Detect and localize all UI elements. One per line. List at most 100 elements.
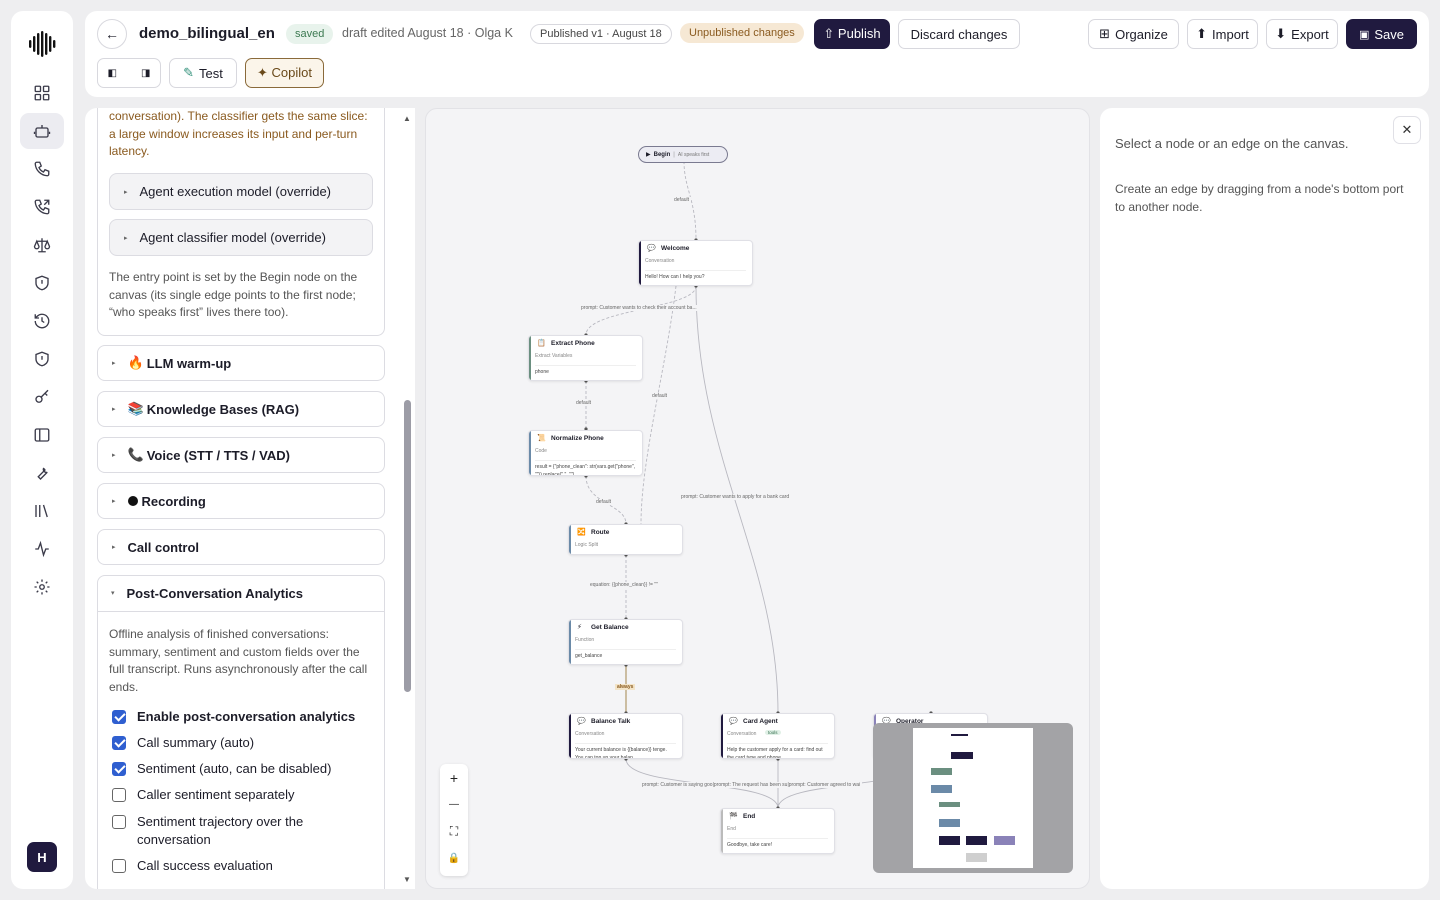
books-icon: 📚 xyxy=(127,401,144,416)
export-button[interactable]: ⬇Export xyxy=(1266,19,1338,49)
tools-icon[interactable] xyxy=(20,455,64,491)
expand-icon: ▸ xyxy=(124,234,128,242)
published-badge: Published v1 · August 18 xyxy=(530,24,672,44)
zoom-in-button[interactable]: + xyxy=(449,769,459,786)
caller-sentiment-label: Caller sentiment separately xyxy=(137,787,295,802)
import-button[interactable]: ⬆Import xyxy=(1187,19,1258,49)
call-success-checkbox[interactable] xyxy=(112,859,126,873)
back-button[interactable]: ← xyxy=(97,19,127,49)
fit-view-button[interactable]: ⛶ xyxy=(449,824,459,838)
user-avatar[interactable]: H xyxy=(27,842,57,872)
activity-icon[interactable] xyxy=(20,531,64,567)
model-section xyxy=(97,108,385,336)
edge-label[interactable]: always xyxy=(615,684,636,690)
settings-scrollbar[interactable]: ▲ ▼ xyxy=(402,114,412,884)
zoom-controls: + — ⛶ 🔒 xyxy=(440,764,468,876)
sentiment-trajectory-checkbox[interactable] xyxy=(112,815,126,829)
expand-icon: ▸ xyxy=(112,406,116,413)
copilot-button[interactable]: ✦ Copilot xyxy=(245,58,324,88)
gear-icon[interactable] xyxy=(20,569,64,605)
panel-icon[interactable] xyxy=(20,417,64,453)
minimap-node xyxy=(939,836,960,845)
flow-canvas[interactable]: default prompt: Customer wants to check … xyxy=(425,108,1090,889)
analytics-description: Offline analysis of finished conversatio… xyxy=(109,627,368,694)
sentiment-checkbox[interactable] xyxy=(112,762,126,776)
scroll-up-icon[interactable]: ▲ xyxy=(403,114,411,123)
scroll-down-icon[interactable]: ▼ xyxy=(403,875,411,884)
enable-analytics-checkbox[interactable] xyxy=(112,710,126,724)
inspector-edge-hint: Create an edge by dragging from a node's… xyxy=(1115,182,1404,214)
caller-sentiment-checkbox[interactable] xyxy=(112,788,126,802)
edge-label[interactable]: default xyxy=(574,400,594,406)
edge-label[interactable]: prompt: Customer wants to apply for a ba… xyxy=(679,494,792,500)
test-button[interactable]: ✎Test xyxy=(169,58,237,88)
history-icon[interactable] xyxy=(20,303,64,339)
save-button[interactable]: ▣Save xyxy=(1346,19,1417,49)
unpublished-badge: Unpublished changes xyxy=(680,23,804,43)
canvas-minimap[interactable] xyxy=(873,723,1073,873)
entry-point-note: The entry point is set by the Begin node… xyxy=(109,270,358,319)
edge-label[interactable]: prompt: Customer wants to check their ac… xyxy=(579,305,699,311)
key-icon[interactable] xyxy=(20,379,64,415)
section-recording[interactable]: ▸Recording xyxy=(97,483,385,519)
section-voice[interactable]: ▸📞Voice (STT / TTS / VAD) xyxy=(97,437,385,473)
minimap-node xyxy=(931,768,952,775)
edge-label[interactable]: default xyxy=(672,197,692,203)
scales-icon[interactable] xyxy=(20,227,64,263)
edge-welcome-card xyxy=(695,285,779,714)
edge-label[interactable]: prompt: Customer is saying goo|prompt: T… xyxy=(640,782,863,788)
minimap-node xyxy=(994,836,1015,845)
tools-badge: tools xyxy=(765,730,781,735)
edge-begin-welcome xyxy=(683,160,697,241)
inspector-hint: Select a node or an edge on the canvas. xyxy=(1115,136,1349,151)
chat-icon: 💬 xyxy=(647,245,656,252)
phone-receiver-icon: 📞 xyxy=(127,447,144,462)
grid-icon: ⊞ xyxy=(1099,26,1111,41)
sentiment-trajectory-label: Sentiment trajectory over the conversati… xyxy=(137,814,304,847)
section-call-control[interactable]: ▸Call control xyxy=(97,529,385,565)
classifier-model-override[interactable]: ▸Agent classifier model (override) xyxy=(109,219,373,256)
call-summary-checkbox[interactable] xyxy=(112,736,126,750)
agents-icon[interactable] xyxy=(20,113,64,149)
edge-label[interactable]: equation: {{phone_clean}} != "" xyxy=(588,582,660,588)
dashboard-icon[interactable] xyxy=(20,75,64,111)
library-icon[interactable] xyxy=(20,493,64,529)
discard-changes-button[interactable]: Discard changes xyxy=(898,19,1020,49)
lock-button[interactable]: 🔒 xyxy=(447,853,461,864)
execution-model-override[interactable]: ▸Agent execution model (override) xyxy=(109,173,373,210)
organize-button[interactable]: ⊞Organize xyxy=(1088,19,1179,49)
edge-label[interactable]: default xyxy=(650,393,670,399)
left-panel-toggle-icon[interactable]: ◧ xyxy=(107,67,117,79)
section-llm-warmup[interactable]: ▸🔥LLM warm-up xyxy=(97,345,385,381)
section-knowledge-bases[interactable]: ▸📚Knowledge Bases (RAG) xyxy=(97,391,385,427)
minimap-node xyxy=(939,802,960,807)
shield-alt-icon[interactable] xyxy=(20,341,64,377)
scroll-icon: 📜 xyxy=(537,435,546,442)
phone-icon[interactable] xyxy=(20,151,64,187)
shield-icon[interactable] xyxy=(20,265,64,301)
node-begin[interactable]: ▶ Begin | AI speaks first xyxy=(638,146,728,163)
expand-icon: ▸ xyxy=(112,498,116,505)
inspector-panel: ✕ Select a node or an edge on the canvas… xyxy=(1100,108,1429,889)
right-panel-toggle-icon[interactable]: ◨ xyxy=(141,67,151,79)
minimap-node xyxy=(966,836,987,845)
zoom-out-button[interactable]: — xyxy=(449,799,459,810)
scrollbar-thumb[interactable] xyxy=(404,400,411,692)
close-icon[interactable]: ✕ xyxy=(1393,116,1421,144)
expand-icon: ▸ xyxy=(124,188,128,196)
flag-icon: 🏁 xyxy=(729,813,738,820)
publish-button[interactable]: ⇧ Publish xyxy=(814,19,890,49)
analytics-section-header[interactable]: ▾Post-Conversation Analytics xyxy=(97,575,385,612)
edge-label[interactable]: default xyxy=(594,499,614,505)
outgoing-call-icon[interactable] xyxy=(20,189,64,225)
split-icon: 🔀 xyxy=(577,529,586,536)
logo-icon[interactable] xyxy=(28,29,56,59)
